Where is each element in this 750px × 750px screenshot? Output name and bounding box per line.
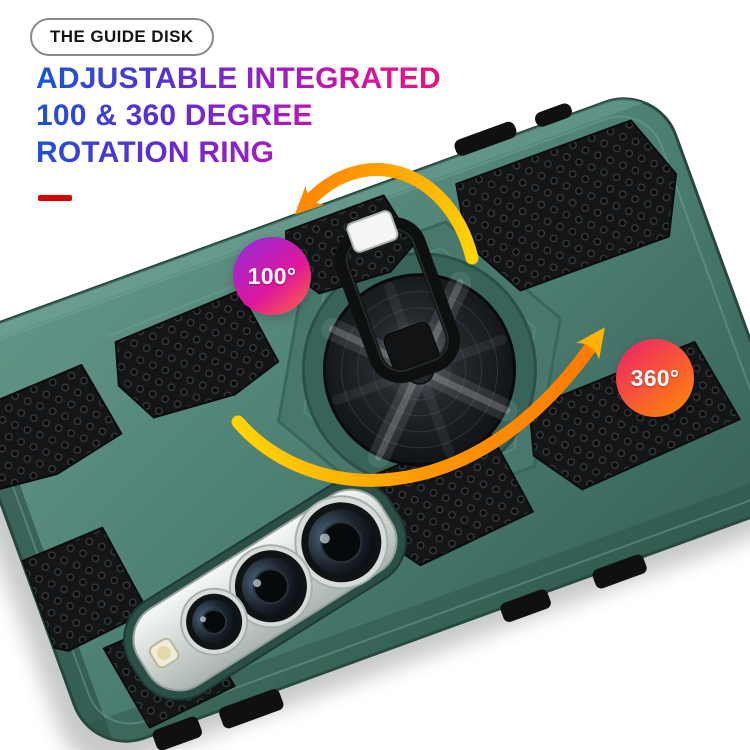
camera-lens-small	[180, 587, 249, 656]
camera-lens-large	[294, 495, 389, 590]
page-title: ADJUSTABLE INTEGRATED 100 & 360 DEGREE R…	[36, 60, 496, 171]
camera-flash	[148, 637, 180, 669]
camera-module	[123, 479, 407, 701]
guide-disk-badge: THE GUIDE DISK	[30, 18, 214, 56]
angle-badge-100: 100°	[233, 237, 311, 315]
angle-badge-360: 360°	[616, 339, 694, 417]
guide-disk-badge-label: THE GUIDE DISK	[50, 27, 194, 46]
ring-kickstand	[321, 210, 518, 468]
case-edge-buttons	[152, 103, 647, 750]
rotation-arrow-top-icon	[294, 163, 479, 265]
rotation-arrow-bottom-icon	[231, 327, 605, 487]
ring-clip	[346, 210, 399, 253]
red-underline	[38, 195, 72, 201]
angle-badge-360-label: 360°	[630, 364, 680, 391]
phone-case	[0, 83, 750, 750]
camera-lens-medium	[228, 544, 313, 629]
headline-line-2: 100 & 360 DEGREE	[36, 99, 313, 132]
headline-line-1: ADJUSTABLE INTEGRATED	[36, 62, 441, 95]
angle-badge-100-label: 100°	[247, 262, 297, 289]
headline-line-3: ROTATION RING	[36, 136, 275, 169]
